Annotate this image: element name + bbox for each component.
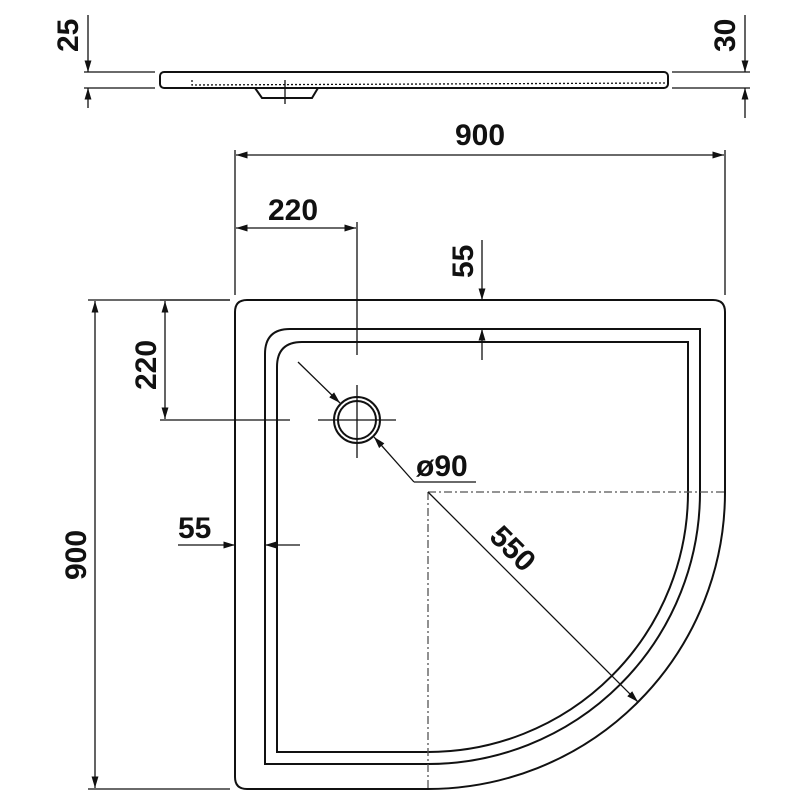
drain bbox=[318, 385, 396, 458]
side-profile: 25 30 bbox=[52, 15, 750, 118]
tray-plan bbox=[234, 299, 726, 790]
width-top-label: 900 bbox=[455, 119, 505, 152]
drain-offset-x-label: 220 bbox=[268, 194, 318, 227]
depth-left-label: 900 bbox=[60, 530, 93, 580]
drain-diameter-label: ø90 bbox=[416, 450, 468, 483]
rim-left-label: 55 bbox=[178, 512, 211, 545]
profile-right-height-label: 30 bbox=[709, 19, 742, 52]
dimensions: 900 220 55 220 900 55 ø90 550 bbox=[60, 119, 726, 790]
radius-label: 550 bbox=[483, 520, 542, 579]
drain-offset-y-label: 220 bbox=[130, 340, 163, 390]
rim-top-label: 55 bbox=[447, 245, 480, 278]
profile-left-height-label: 25 bbox=[52, 19, 85, 52]
